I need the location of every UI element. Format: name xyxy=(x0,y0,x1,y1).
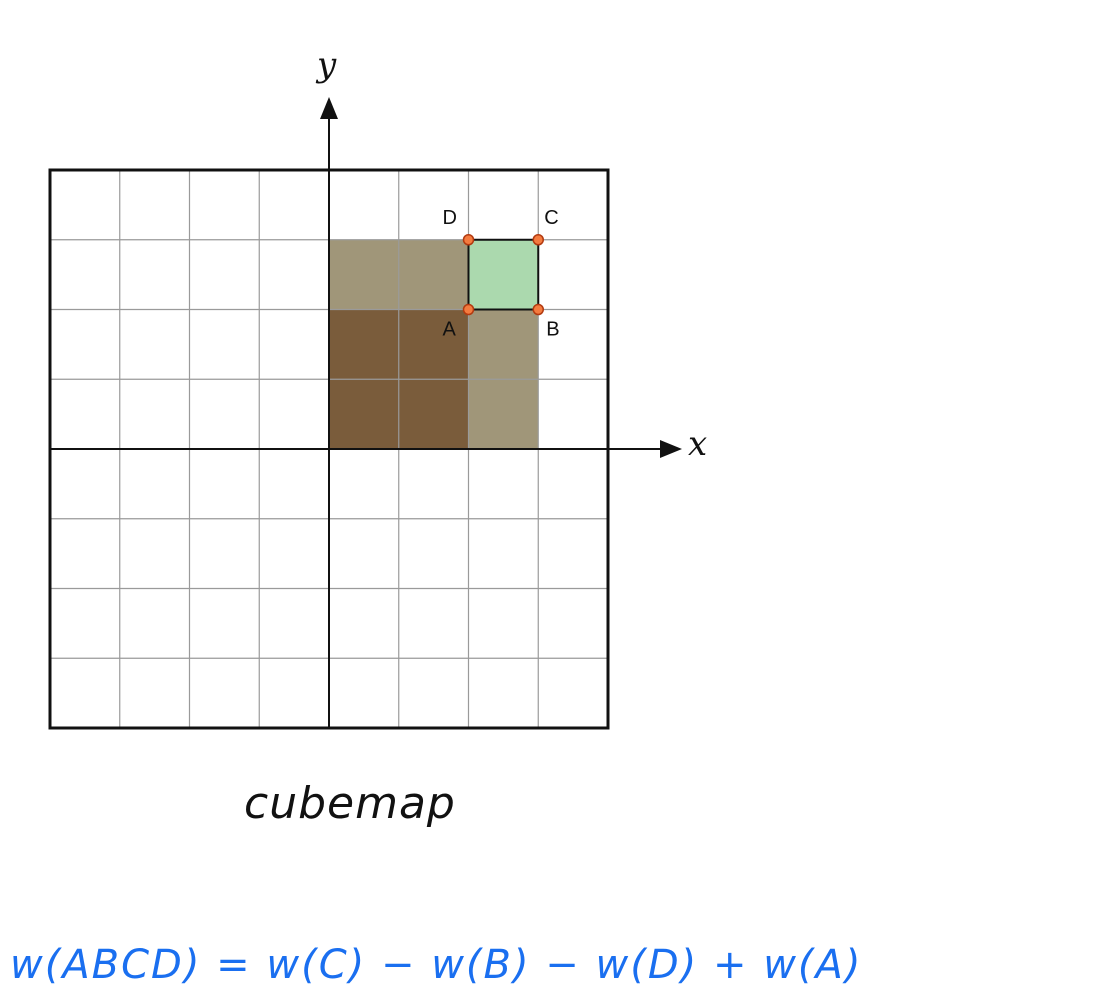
x-axis-arrowhead xyxy=(660,440,682,458)
point-d-marker xyxy=(462,234,475,246)
point-c-label: C xyxy=(544,207,558,229)
x-axis-label: x xyxy=(688,424,707,464)
y-axis-arrowhead xyxy=(320,97,338,119)
point-a-label: A xyxy=(443,319,457,341)
region-abcd xyxy=(468,239,539,310)
point-c-marker xyxy=(532,234,544,246)
abcd-square-outline xyxy=(467,238,540,311)
y-axis: y xyxy=(315,45,338,728)
point-b-label: B xyxy=(546,319,559,341)
shaded-regions xyxy=(329,239,539,449)
corner-points: A B C D xyxy=(443,207,560,341)
formula-text: w(ABCD) = w(C) − w(B) − w(D) + w(A) xyxy=(10,942,862,988)
point-d-label: D xyxy=(443,207,457,229)
x-axis: x xyxy=(50,424,707,464)
point-a-marker xyxy=(462,303,475,316)
caption-cubemap: cubemap xyxy=(244,778,456,829)
point-b-marker xyxy=(532,303,544,316)
y-axis-label: y xyxy=(315,45,337,85)
